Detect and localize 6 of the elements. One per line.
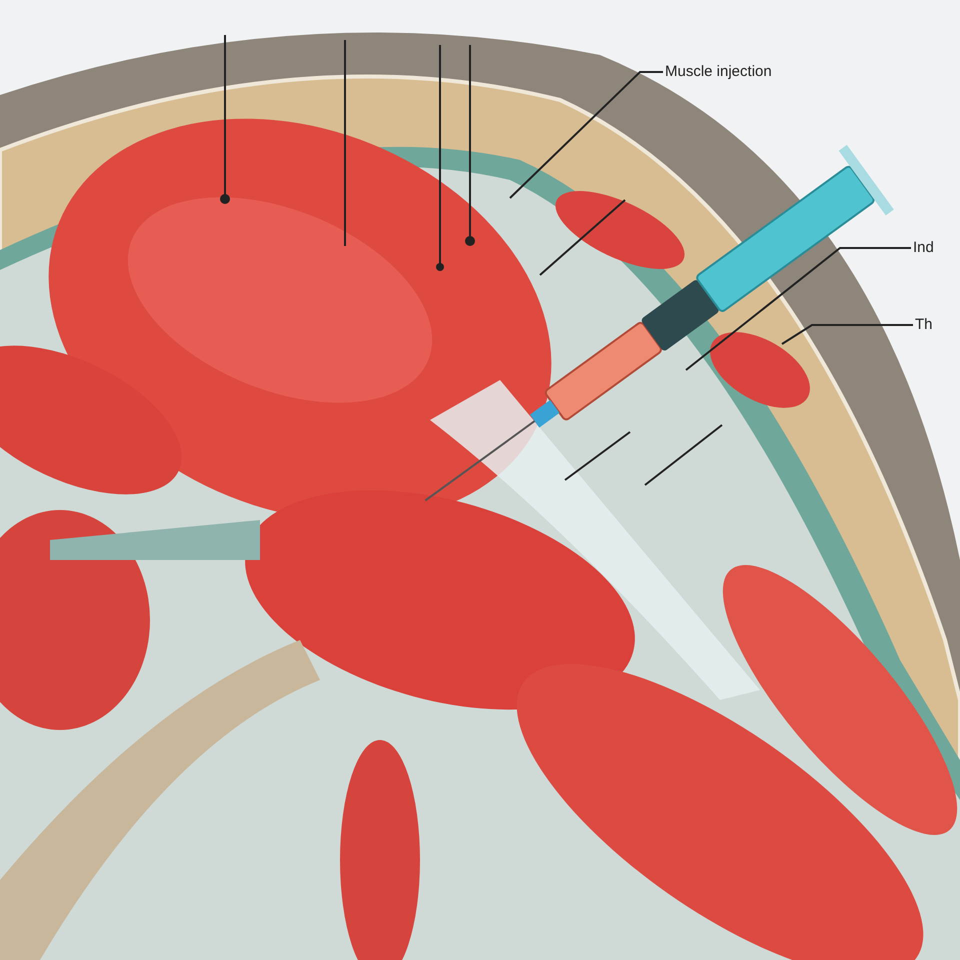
callout-label: Muscle injection bbox=[665, 63, 772, 81]
leader-line bbox=[685, 247, 911, 371]
leader-line bbox=[509, 71, 663, 199]
callout-label: Ind bbox=[913, 239, 934, 257]
leader-line bbox=[781, 324, 913, 345]
callout-label: Th bbox=[915, 316, 933, 334]
